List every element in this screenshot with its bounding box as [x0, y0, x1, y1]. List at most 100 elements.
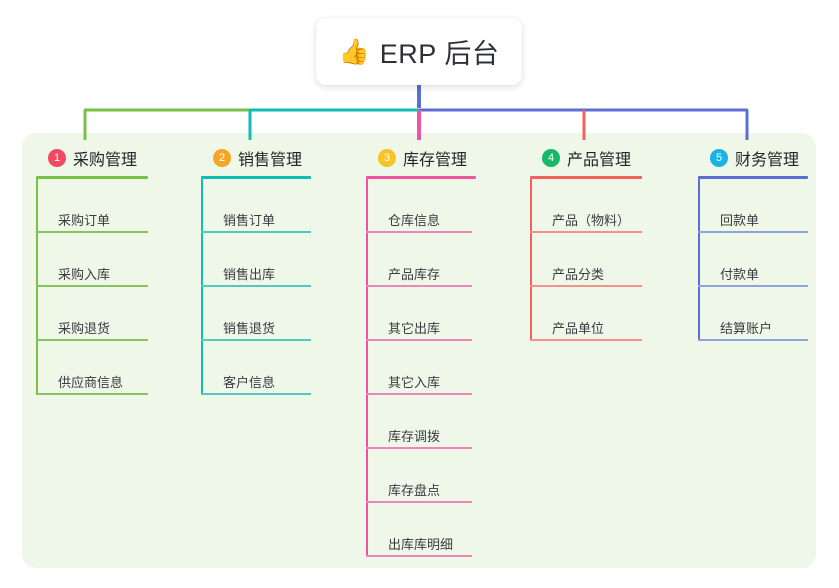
branch-header-label: 销售管理 [238, 152, 303, 169]
branch-item-underline [36, 285, 148, 287]
branch-item-underline [366, 231, 472, 233]
branch-item-underline [366, 393, 472, 395]
branch-item[interactable]: 采购入库 [36, 233, 148, 287]
branch-header-label: 财务管理 [735, 152, 800, 169]
branch-number-badge: 2 [213, 149, 231, 167]
branch-item[interactable]: 销售退货 [201, 287, 311, 341]
branch-item-list: 产品（物料） 产品分类产品单位 [530, 179, 642, 341]
branch-item-label: 采购退货 [58, 321, 111, 336]
branch-header-underline [201, 176, 311, 179]
branch-item-label: 付款单 [720, 267, 760, 282]
branch-item[interactable]: 产品库存 [366, 233, 476, 287]
branch-item-label: 采购订单 [58, 213, 111, 228]
branch-header-3[interactable]: 3 库存管理 [366, 146, 476, 170]
branch-item[interactable]: 产品单位 [530, 287, 642, 341]
branch-header-label: 产品管理 [567, 152, 632, 169]
branch-item-underline [36, 231, 148, 233]
branch-item-underline [366, 339, 472, 341]
branch-item-list: 仓库信息产品库存其它出库其它入库库存调拨库存盘点出库库明细 [366, 179, 476, 557]
branch-item[interactable]: 采购退货 [36, 287, 148, 341]
branch-item[interactable]: 产品分类 [530, 233, 642, 287]
branch-item[interactable]: 销售订单 [201, 179, 311, 233]
branch-item-underline [36, 339, 148, 341]
branch-item[interactable]: 销售出库 [201, 233, 311, 287]
branch-item[interactable]: 结算账户 [698, 287, 808, 341]
branch-item-underline [366, 501, 472, 503]
branch-spine [530, 179, 532, 341]
branch-item-label: 库存调拨 [388, 429, 441, 444]
branch-item[interactable]: 库存调拨 [366, 395, 476, 449]
branch-item[interactable]: 供应商信息 [36, 341, 148, 395]
branch-item-label: 采购入库 [58, 267, 111, 282]
branch-header-underline [366, 176, 476, 179]
branch-item-label: 产品库存 [388, 267, 441, 282]
branch-item-underline [530, 339, 642, 341]
branch-column-4: 4 产品管理产品（物料） 产品分类产品单位 [530, 146, 642, 341]
branch-item[interactable]: 库存盘点 [366, 449, 476, 503]
branch-item-label: 销售出库 [223, 267, 276, 282]
root-node-title: ERP 后台 [379, 39, 500, 69]
branch-item-list: 销售订单销售出库销售退货客户信息 [201, 179, 311, 395]
branch-item[interactable]: 仓库信息 [366, 179, 476, 233]
branch-item[interactable]: 回款单 [698, 179, 808, 233]
branch-column-2: 2 销售管理销售订单销售出库销售退货客户信息 [201, 146, 311, 395]
branch-header-underline [36, 176, 148, 179]
branch-item-underline [530, 285, 642, 287]
branch-item-underline [201, 231, 311, 233]
branch-item-underline [36, 393, 148, 395]
branch-item[interactable]: 其它出库 [366, 287, 476, 341]
branch-number-badge: 1 [48, 149, 66, 167]
branch-header-underline [698, 176, 808, 179]
branch-spine [36, 179, 38, 395]
branch-item[interactable]: 产品（物料） [530, 179, 642, 233]
branch-item-label: 供应商信息 [58, 375, 124, 390]
branch-header-4[interactable]: 4 产品管理 [530, 146, 642, 170]
branch-item[interactable]: 出库库明细 [366, 503, 476, 557]
branch-item-label: 回款单 [720, 213, 760, 228]
branch-item-label: 其它出库 [388, 321, 441, 336]
branch-header-label: 库存管理 [403, 152, 468, 169]
branch-header-label: 采购管理 [73, 152, 138, 169]
branch-item-label: 客户信息 [223, 375, 276, 390]
branch-header-5[interactable]: 5 财务管理 [698, 146, 808, 170]
branch-spine [698, 179, 700, 341]
branch-header-2[interactable]: 2 销售管理 [201, 146, 311, 170]
branch-number-badge: 4 [542, 149, 560, 167]
branch-spine [366, 179, 368, 557]
branch-column-1: 1 采购管理采购订单采购入库采购退货供应商信息 [36, 146, 148, 395]
branch-item-label: 仓库信息 [388, 213, 441, 228]
branch-item-underline [366, 447, 472, 449]
branch-header-1[interactable]: 1 采购管理 [36, 146, 148, 170]
branch-item-underline [698, 339, 808, 341]
branch-item[interactable]: 其它入库 [366, 341, 476, 395]
branch-item-underline [201, 285, 311, 287]
branch-item-list: 采购订单采购入库采购退货供应商信息 [36, 179, 148, 395]
branch-item-label: 产品分类 [552, 267, 605, 282]
branch-item-underline [366, 555, 472, 557]
branch-item-underline [530, 231, 642, 233]
branch-column-3: 3 库存管理仓库信息产品库存其它出库其它入库库存调拨库存盘点出库库明细 [366, 146, 476, 557]
branch-item-label: 结算账户 [720, 321, 773, 336]
branch-item-underline [698, 285, 808, 287]
branch-number-badge: 3 [378, 149, 396, 167]
branch-item[interactable]: 客户信息 [201, 341, 311, 395]
branch-item-label: 产品（物料） [552, 213, 631, 228]
diagram-panel-background [22, 133, 816, 568]
branch-item-underline [201, 393, 311, 395]
branch-number-badge: 5 [710, 149, 728, 167]
branch-item-label: 销售订单 [223, 213, 276, 228]
branch-column-5: 5 财务管理回款单付款单结算账户 [698, 146, 808, 341]
branch-item-underline [201, 339, 311, 341]
branch-item-underline [698, 231, 808, 233]
branch-spine [201, 179, 203, 395]
branch-item-label: 其它入库 [388, 375, 441, 390]
branch-item[interactable]: 采购订单 [36, 179, 148, 233]
branch-item[interactable]: 付款单 [698, 233, 808, 287]
branch-item-label: 产品单位 [552, 321, 605, 336]
thumbs-up-icon: 👍 [338, 37, 370, 66]
branch-item-label: 出库库明细 [388, 537, 454, 552]
branch-item-list: 回款单付款单结算账户 [698, 179, 808, 341]
root-node[interactable]: 👍 ERP 后台 [316, 18, 522, 85]
